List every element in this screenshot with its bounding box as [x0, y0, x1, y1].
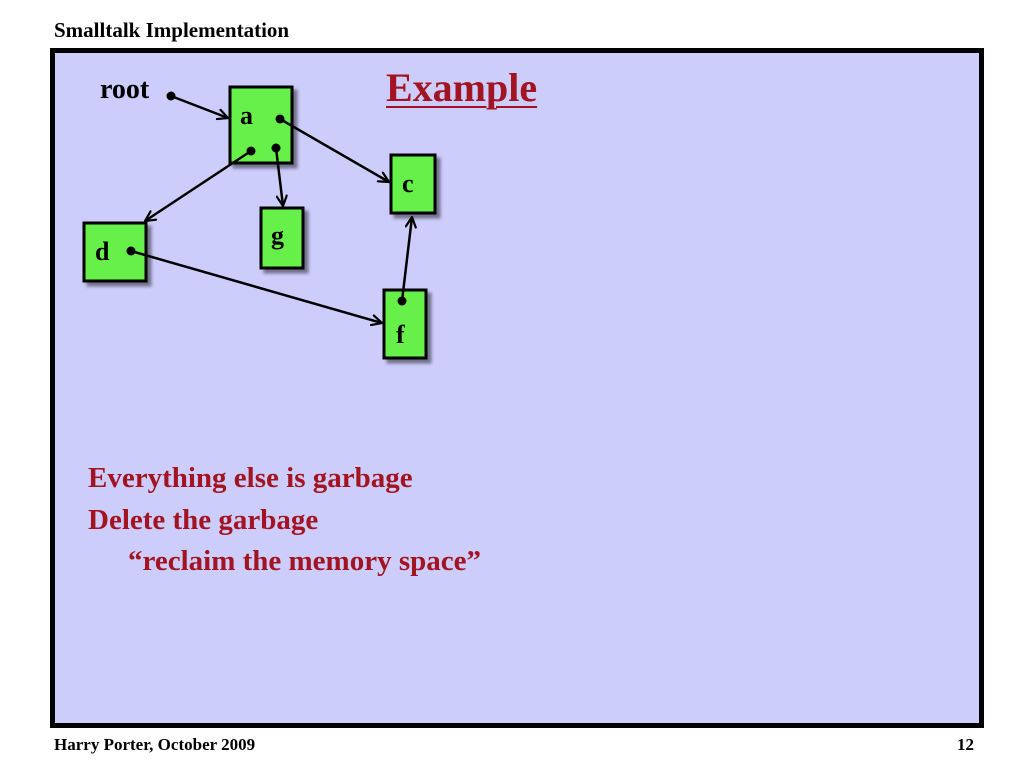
- edge-f-to-c: [400, 217, 412, 302]
- edge-root-to-a: [170, 94, 228, 118]
- slide-title: Example: [386, 65, 538, 110]
- node-f-label: f: [396, 320, 405, 349]
- node-a-pointer-dot-left: [246, 146, 256, 156]
- node-d-label: d: [95, 237, 110, 266]
- node-g-box: [259, 206, 305, 270]
- node-c-label: c: [402, 169, 414, 198]
- footer-page-number: 12: [957, 735, 974, 754]
- header-title: Smalltalk Implementation: [54, 18, 290, 42]
- edge-a-to-c: [279, 117, 389, 182]
- node-g-label: g: [271, 221, 284, 250]
- footer-author-date: Harry Porter, October 2009: [54, 735, 256, 754]
- node-a-pointer-dot-right: [275, 114, 285, 124]
- body-line-reclaim-memory: “reclaim the memory space”: [128, 545, 481, 577]
- edge-a-to-d: [145, 149, 252, 221]
- edge-d-to-f: [130, 249, 382, 323]
- node-d-pointer-dot: [126, 246, 136, 256]
- slide-frame: [50, 48, 984, 728]
- body-line-everything-else: Everything else is garbage: [88, 462, 413, 494]
- root-pointer-dot: [166, 91, 176, 101]
- node-a-label: a: [240, 101, 253, 130]
- node-f-pointer-dot: [397, 296, 407, 306]
- edge-a-to-g: [274, 147, 283, 206]
- body-line-delete-garbage: Delete the garbage: [88, 504, 319, 536]
- root-label: root: [100, 74, 150, 105]
- node-c-box: [389, 153, 437, 215]
- node-a-pointer-dot-middle: [271, 143, 281, 153]
